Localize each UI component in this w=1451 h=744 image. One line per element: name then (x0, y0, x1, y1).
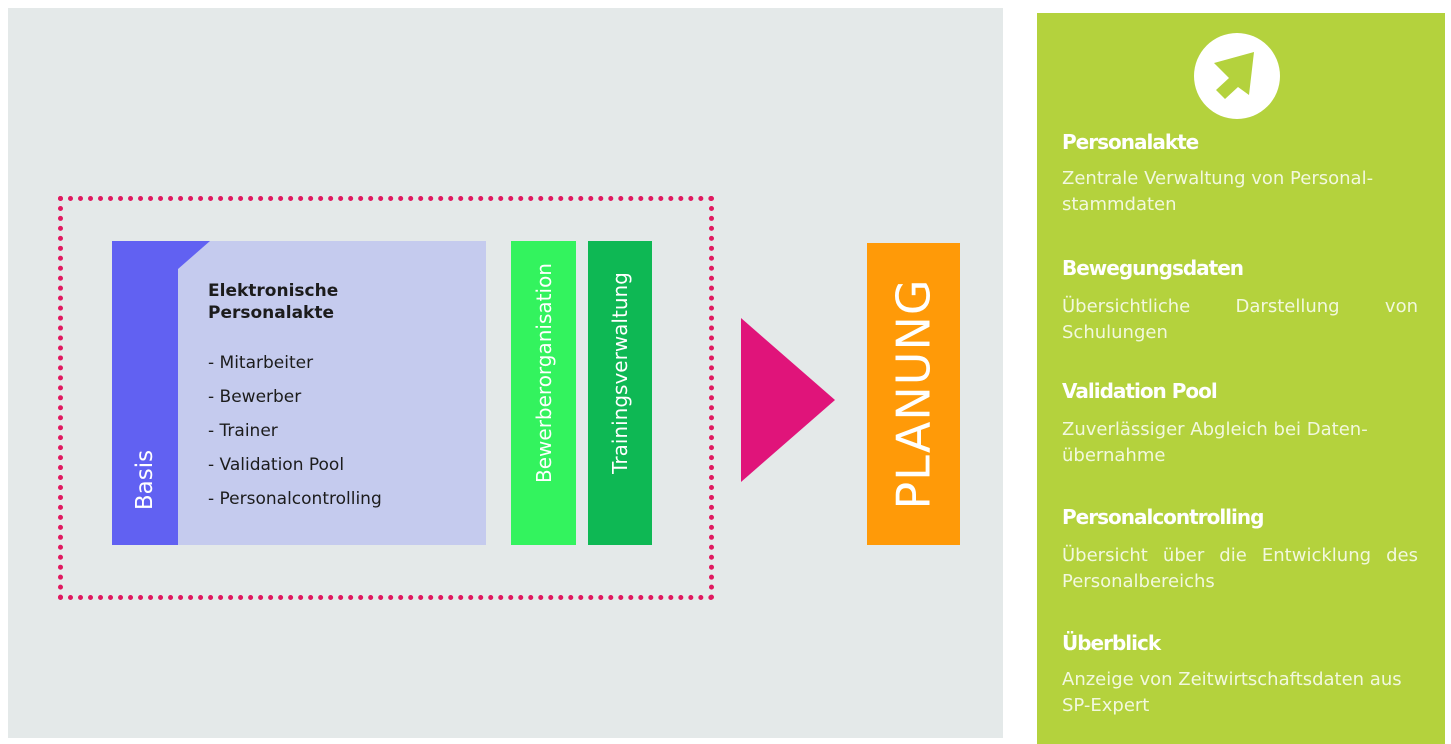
personalakte-title: Elektronische Personalakte (208, 281, 339, 323)
flow-arrow-shape (741, 318, 835, 482)
module-bewerberorganisation-label: Bewerberorganisation (531, 263, 556, 483)
personalakte-item-list: - Mitarbeiter - Bewerber - Trainer - Val… (208, 346, 382, 516)
module-trainingsverwaltung (588, 241, 652, 545)
feature-title-personalcontrolling: Personalcontrolling (1062, 505, 1264, 529)
module-trainingsverwaltung-label: Trainingsverwaltung (608, 272, 633, 474)
arrow-circle-icon (1194, 33, 1280, 119)
feature-side-panel (1037, 13, 1445, 744)
planung-box (867, 243, 960, 545)
feature-title-bewegungsdaten: Bewegungsdaten (1062, 256, 1244, 280)
feature-desc-ueberblick: Anzeige von Zeitwirtschaftsdaten aus SP-… (1062, 669, 1402, 716)
personalakte-item: - Bewerber (208, 387, 302, 407)
triangle-arrow-icon (741, 318, 835, 482)
feature-desc-bewegungsdaten: Übersichtliche Darstellung von Schulunge… (1062, 296, 1418, 343)
feature-desc-validation-pool: Zuverlässiger Abgleich bei Daten-übernah… (1062, 419, 1368, 466)
basis-strip (112, 241, 178, 545)
personalakte-item: - Trainer (208, 421, 278, 441)
personalakte-item: - Personalcontrolling (208, 489, 382, 509)
basis-label: Basis (131, 449, 158, 511)
feature-desc-personalcontrolling: Übersicht über die Entwicklung des Perso… (1062, 545, 1418, 592)
feature-title-validation-pool: Validation Pool (1062, 379, 1218, 403)
feature-desc-personalakte: Zentrale Verwaltung von Personal-stammda… (1062, 168, 1374, 215)
feature-title-personalakte: Personalakte (1062, 130, 1199, 154)
feature-title-ueberblick: Überblick (1062, 631, 1161, 655)
module-bewerberorganisation (511, 241, 576, 545)
planung-label: PLANUNG (886, 278, 941, 510)
basis-corner-tab (178, 241, 210, 269)
basis-group-frame (58, 196, 714, 600)
personalakte-item: - Mitarbeiter (208, 353, 314, 373)
personalakte-item: - Validation Pool (208, 455, 345, 475)
